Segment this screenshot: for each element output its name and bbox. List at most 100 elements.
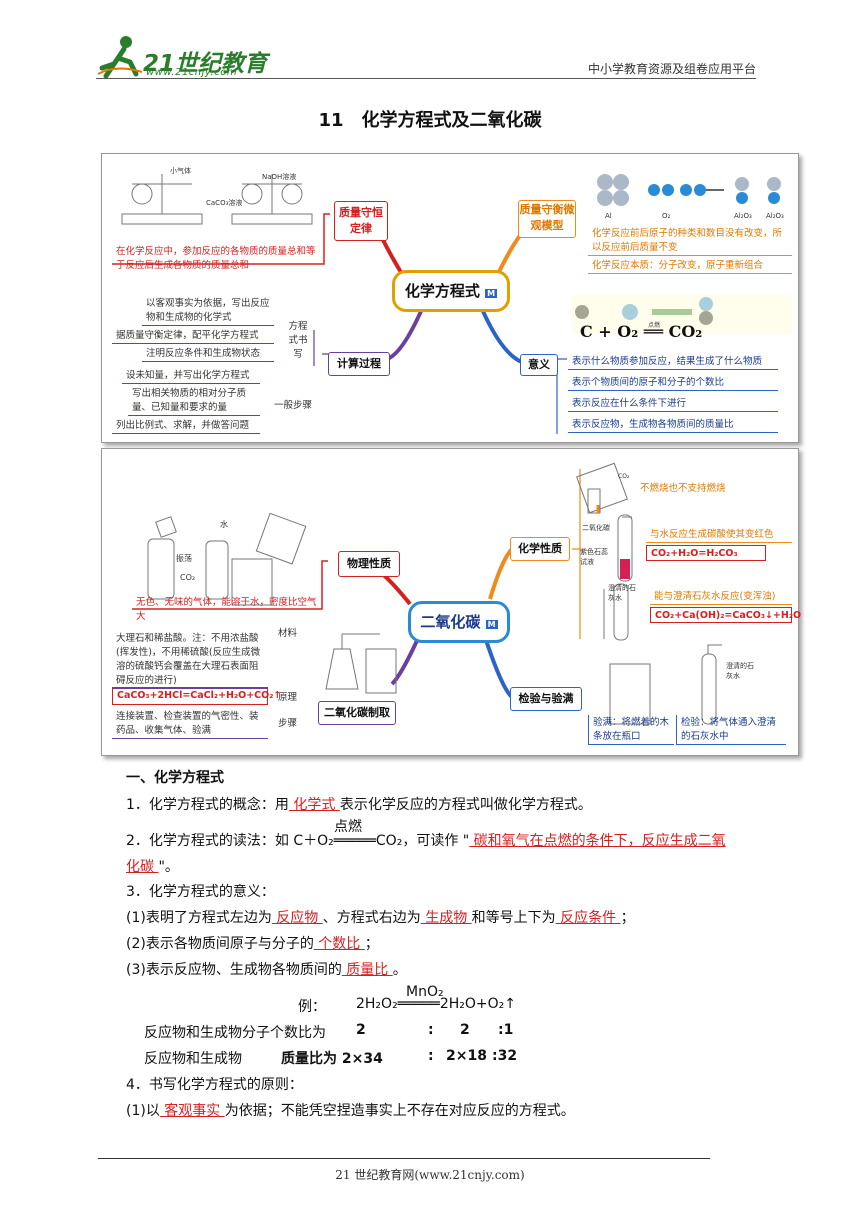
chem-img-co2: CO₂ bbox=[618, 473, 630, 480]
p1-post: 表示化学反应的方程式叫做化学方程式。 bbox=[339, 797, 592, 813]
p6-answer: 质量比 bbox=[341, 962, 393, 978]
p2-answer-1: 碳和氧气在点燃的条件下，反应生成二氧 bbox=[469, 833, 726, 849]
test-full: 验满：将燃着的木条放在瓶口 bbox=[588, 715, 674, 745]
node-mass-law: 质量守恒定律 bbox=[334, 201, 388, 241]
p2-post: "。 bbox=[158, 859, 179, 875]
paragraph-4: (1)表明了方程式左边为 反应物 、方程式右边为 生成物 和等号上下为 反应条件… bbox=[126, 907, 635, 927]
ratio2-a: 质量比为 2×34 bbox=[281, 1051, 383, 1067]
writing-step-2: 据质量守衡定律，配平化学方程式 bbox=[112, 328, 274, 344]
ratio1-label: 反应物和生成物分子个数比为 bbox=[144, 1025, 326, 1041]
img-label-shake: 振荡 bbox=[176, 554, 192, 563]
p1-answer: 化学式 bbox=[288, 797, 340, 813]
materials-label: 材料 bbox=[278, 628, 298, 639]
ratio2-b: 2×18 bbox=[446, 1048, 487, 1064]
principle-equation: CaCO₃+2HCl=CaCl₂+H₂O+CO₂↑ bbox=[112, 687, 281, 705]
ratio2-label: 反应物和生成物 bbox=[144, 1051, 242, 1067]
meaning-4: 表示反应物，生成物各物质间的质量比 bbox=[568, 417, 778, 433]
platform-name: 中小学教育资源及组卷应用平台 bbox=[587, 62, 756, 76]
p2-pre: 2．化学方程式的读法：如 C＋O₂═════CO₂，可读作 " bbox=[126, 833, 470, 849]
center-node-co2: 二氧化碳 M bbox=[408, 601, 510, 643]
physical-description: 无色、无味的气体，能溶于水，密度比空气大 bbox=[136, 597, 317, 622]
center-label: 化学方程式 bbox=[404, 282, 480, 300]
footer-divider bbox=[98, 1158, 710, 1159]
mass-law-description: 在化学反应中，参加反应的各物质的质量总和等于反应后生成各物质的质量总和 bbox=[116, 246, 316, 271]
calc-step-1: 设未知量，并写出化学方程式 bbox=[122, 368, 260, 384]
mindmap-carbon-dioxide: 水 振荡 CO₂ 无色、无味的气体，能溶于水，密度比空气大 物理性质 二氧化碳 … bbox=[101, 448, 801, 756]
p2-answer-2: 化碳 bbox=[126, 859, 159, 875]
p8-a: (1)以 bbox=[126, 1103, 160, 1119]
map-badge-icon-2: M bbox=[485, 620, 498, 629]
micro-desc-1: 化学反应前后原子的种类和数目没有改变，所以反应前后质量不变 bbox=[588, 226, 792, 256]
runner-logo-icon bbox=[97, 36, 143, 78]
center-label-2: 二氧化碳 bbox=[420, 613, 481, 631]
paragraph-8: (1)以 客观事实 为依据；不能凭空捏造事实上不存在对应反应的方程式。 bbox=[126, 1100, 575, 1120]
paragraph-3: 3．化学方程式的意义： bbox=[126, 884, 275, 900]
chem-property-1: 不燃烧也不支持燃烧 bbox=[640, 483, 726, 494]
atom-label-al2o3-b: Al₂O₃ bbox=[766, 212, 784, 220]
balance-image bbox=[121, 174, 313, 225]
p2-condition: 点燃 bbox=[334, 819, 362, 835]
node-testing: 检验与验满 bbox=[510, 687, 582, 711]
node-meaning: 意义 bbox=[520, 354, 558, 376]
ratio2-sep: : bbox=[428, 1048, 434, 1064]
chem-img-litmus: 紫色石蕊试液 bbox=[580, 548, 608, 566]
paragraph-1: 1．化学方程式的概念：用 化学式 表示化学反应的方程式叫做化学方程式。 bbox=[126, 794, 592, 814]
chem-equation-3: CO₂+Ca(OH)₂=CaCO₃↓+H₂O bbox=[650, 607, 801, 623]
meaning-1: 表示什么物质参加反应，结果生成了什么物质 bbox=[568, 354, 778, 370]
balance-label-2: NaOH溶液 bbox=[262, 173, 297, 181]
section-heading: 一、化学方程式 bbox=[126, 770, 224, 786]
equation-c-o2: C + O₂ ══ CO₂ bbox=[580, 322, 703, 341]
logo-text: 21世纪教育 bbox=[143, 51, 268, 77]
steps-label: 一般步骤 bbox=[274, 400, 313, 411]
example-label: 例： bbox=[298, 999, 326, 1015]
co2-chemistry-image bbox=[576, 462, 722, 725]
example-condition: MnO₂ bbox=[406, 984, 444, 1000]
p5-answer: 个数比 bbox=[313, 936, 365, 952]
micro-desc-2: 化学反应本质：分子改变，原子重新组合 bbox=[588, 258, 792, 274]
chem-equation-2: CO₂+H₂O=H₂CO₃ bbox=[646, 545, 766, 561]
paragraph-2: 2．化学方程式的读法：如 C＋O₂═════CO₂，可读作 " 碳和氧气在点燃的… bbox=[126, 830, 726, 850]
chem-property-3: 能与澄清石灰水反应(变浑浊) bbox=[650, 589, 792, 605]
balance-label-1: 小气体 bbox=[170, 167, 191, 175]
p6-b: 。 bbox=[392, 962, 407, 978]
atom-label-al2o3-a: Al₂O₃ bbox=[734, 212, 752, 220]
node-preparation: 二氧化碳制取 bbox=[318, 701, 396, 725]
img-label-water: 水 bbox=[220, 520, 228, 529]
meaning-2: 表示个物质间的原子和分子的个数比 bbox=[568, 375, 778, 391]
map-badge-icon: M bbox=[485, 289, 498, 298]
test-check: 检验：将气体通入澄清的石灰水中 bbox=[676, 715, 786, 745]
p4-a: (1)表明了方程式左边为 bbox=[126, 910, 272, 926]
p4-answer-3: 反应条件 bbox=[555, 910, 621, 926]
page-title: 11 化学方程式及二氧化碳 bbox=[318, 110, 542, 131]
p4-b: 、方程式右边为 bbox=[322, 910, 421, 926]
paragraph-2-cont: 化碳 "。 bbox=[126, 856, 179, 876]
header-divider bbox=[96, 78, 756, 79]
mindmap-chemical-equation: 小气体 NaOH溶液 CaCO₃溶液 Al O₂ Al₂O₃ Al₂O₃ C +… bbox=[101, 153, 799, 443]
prep-steps: 连接装置、检查装置的气密性、装药品、收集气体、验满 bbox=[112, 709, 268, 739]
principle-label: 原理 bbox=[278, 692, 298, 703]
ratio1-a: 2 bbox=[356, 1022, 366, 1038]
chem-img-co2-tube: 二氧化碳 bbox=[582, 524, 610, 532]
ratio2-c: :32 bbox=[492, 1048, 518, 1064]
co2-apparatus-image bbox=[325, 633, 397, 694]
example-equation: 2H₂O₂═════2H₂O+O₂↑ bbox=[356, 996, 516, 1012]
node-calculation: 计算过程 bbox=[328, 352, 390, 376]
mindmap1-branches bbox=[112, 174, 792, 434]
chem-img-limewater: 澄清的石灰水 bbox=[608, 584, 636, 602]
calc-step-2: 写出相关物质的相对分子质量、已知量和要求的量 bbox=[128, 386, 260, 416]
calc-step-3: 列出比例式、求解，并做答问题 bbox=[112, 418, 260, 434]
test-img-limewater: 澄清的石灰水 bbox=[726, 662, 754, 680]
p1-pre: 1．化学方程式的概念：用 bbox=[126, 797, 289, 813]
node-micro-model: 质量守衡微观模型 bbox=[518, 200, 576, 238]
writing-label: 方程式书写 bbox=[288, 321, 308, 360]
mindmap2-branches bbox=[132, 462, 722, 725]
paragraph-5: (2)表示各物质间原子与分子的 个数比 ； bbox=[126, 933, 379, 953]
p5-b: ； bbox=[364, 936, 379, 952]
steps-label-2: 步骤 bbox=[278, 718, 298, 729]
p8-answer: 客观事实 bbox=[159, 1103, 225, 1119]
node-physical: 物理性质 bbox=[338, 551, 400, 577]
p6-a: (3)表示反应物、生成物各物质间的 bbox=[126, 962, 342, 978]
p5-a: (2)表示各物质间原子与分子的 bbox=[126, 936, 314, 952]
logo-url: www.21cnjy.com bbox=[146, 67, 238, 78]
ratio1-c: :1 bbox=[498, 1022, 514, 1038]
